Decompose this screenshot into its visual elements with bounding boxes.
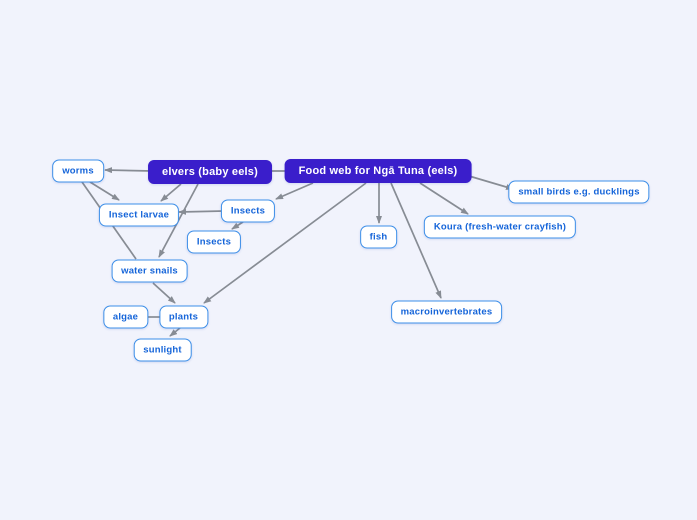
node-insects-2[interactable]: Insects (186, 230, 242, 253)
edge-worms-to-insect-larvae (89, 181, 120, 201)
edge-water-snails-to-plants (152, 282, 176, 304)
node-algae[interactable]: algae (102, 305, 149, 328)
node-plants[interactable]: plants (158, 305, 209, 328)
node-insect-larvae[interactable]: Insect larvae (98, 203, 180, 227)
node-water-snails[interactable]: water snails (111, 259, 188, 283)
edge-elvers-to-worms (104, 167, 153, 174)
edge-food-web-to-small-birds (468, 175, 514, 190)
node-worms[interactable]: worms (52, 159, 104, 182)
edge-food-web-to-insects-1 (275, 182, 314, 200)
node-macroinvertebrates[interactable]: macroinvertebrates (390, 300, 503, 323)
edge-insects-1-to-insect-larvae (178, 208, 225, 215)
node-fish[interactable]: fish (359, 225, 398, 248)
edge-plants-to-sunlight (169, 327, 181, 337)
edge-food-web-to-macroinvertebrates (390, 182, 442, 299)
node-elvers[interactable]: elvers (baby eels) (148, 159, 272, 184)
node-koura[interactable]: Koura (fresh-water crayfish) (423, 215, 577, 238)
node-sunlight[interactable]: sunlight (133, 338, 192, 361)
edge-elvers-to-insect-larvae (160, 183, 182, 202)
edge-insects-1-to-insects-2 (231, 221, 244, 230)
node-food-web[interactable]: Food web for Ngā Tuna (eels) (284, 158, 472, 183)
node-insects-1[interactable]: Insects (220, 199, 276, 222)
node-small-birds[interactable]: small birds e.g. ducklings (508, 180, 650, 204)
edge-food-web-to-koura (419, 182, 469, 215)
